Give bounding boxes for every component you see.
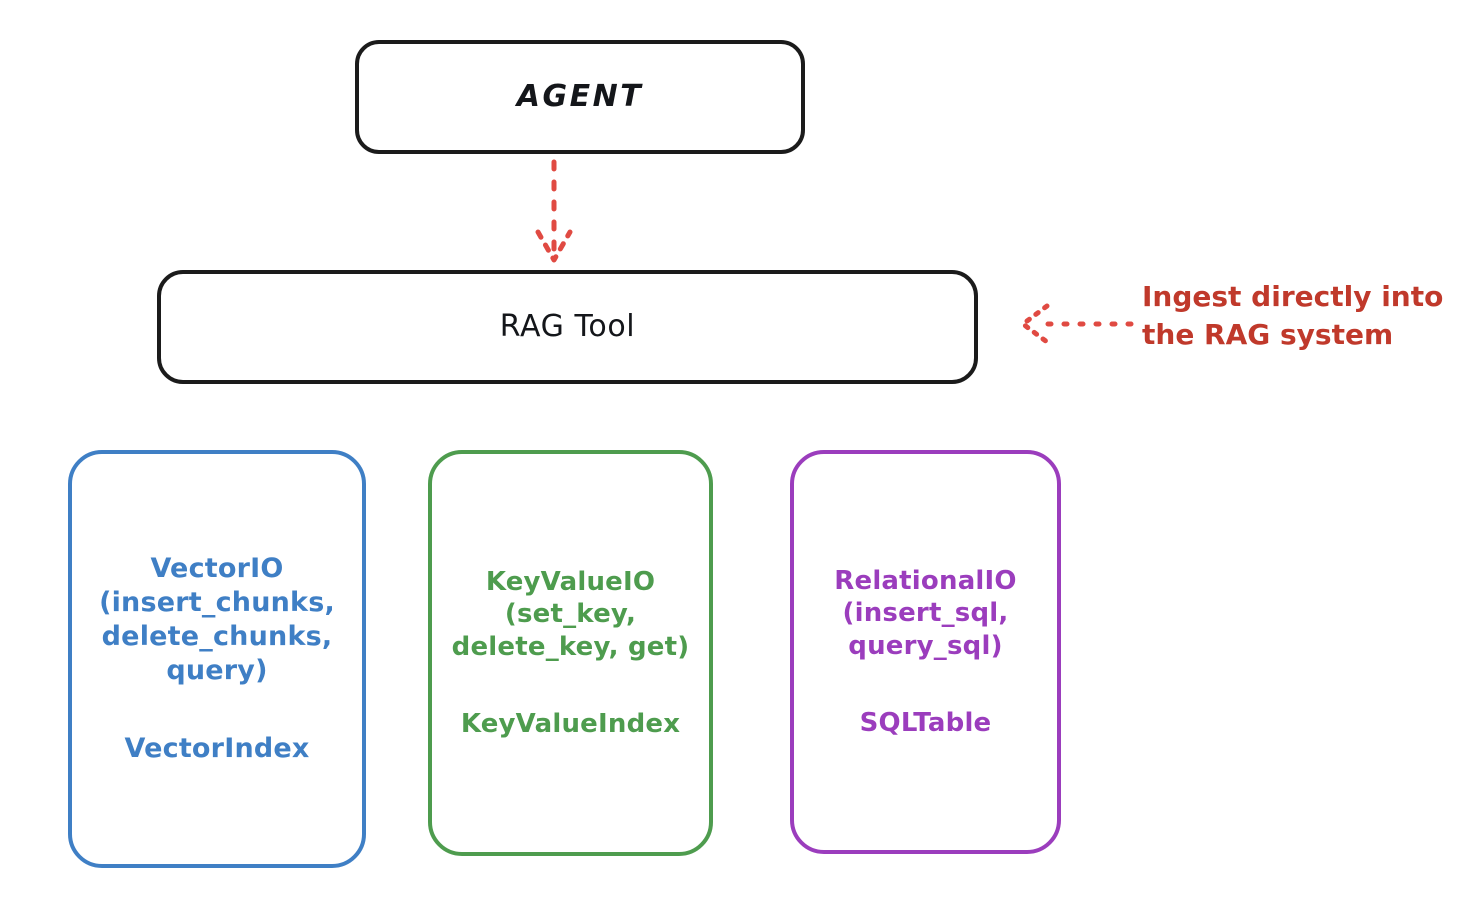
- node-vector-io-api-label: VectorIO (insert_chunks, delete_chunks, …: [99, 552, 335, 686]
- node-vector-io[interactable]: VectorIO (insert_chunks, delete_chunks, …: [68, 450, 366, 868]
- arrowhead-down-icon: [535, 229, 573, 263]
- node-agent-label: AGENT: [516, 79, 644, 115]
- annotation-ingest-directly: Ingest directly into the RAG system: [1142, 280, 1444, 351]
- node-agent[interactable]: AGENT: [355, 40, 805, 154]
- node-key-value-io-api-label: KeyValueIO (set_key, delete_key, get): [451, 566, 690, 663]
- node-vector-io-index-label: VectorIndex: [124, 733, 310, 765]
- node-rag-tool-label: RAG Tool: [499, 309, 636, 345]
- arrowhead-left-icon: [1020, 303, 1050, 345]
- connector-ingest-to-rag-tool-arrow: [1020, 303, 1134, 345]
- node-key-value-io[interactable]: KeyValueIO (set_key, delete_key, get) Ke…: [428, 450, 713, 856]
- node-relational-io[interactable]: RelationalIO (insert_sql, query_sql) SQL…: [790, 450, 1061, 854]
- connector-agent-to-rag-tool-arrow: [535, 159, 573, 263]
- node-rag-tool[interactable]: RAG Tool: [157, 270, 978, 384]
- node-relational-io-index-label: SQLTable: [859, 707, 992, 738]
- node-key-value-io-index-label: KeyValueIndex: [460, 708, 681, 739]
- node-relational-io-api-label: RelationalIO (insert_sql, query_sql): [834, 565, 1017, 662]
